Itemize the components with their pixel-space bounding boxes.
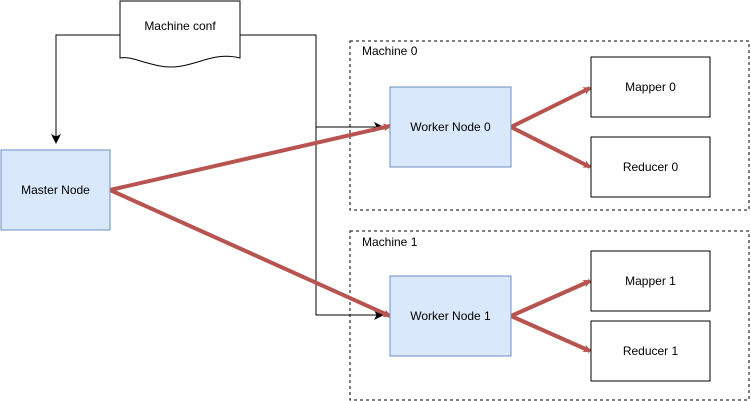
worker-node-1[interactable]: Worker Node 1 [389, 275, 512, 357]
worker-1-to-mapper-1-arrow [510, 279, 592, 318]
machine-conf-label: Machine conf [144, 19, 216, 33]
conf-to-master-connector [51, 34, 120, 144]
machine-0-label: Machine 0 [362, 44, 418, 58]
mapper-1-box[interactable]: Mapper 1 [590, 250, 711, 312]
worker-node-0-label: Worker Node 0 [410, 120, 491, 134]
reducer-0-box[interactable]: Reducer 0 [590, 136, 711, 198]
master-node-label: Master Node [21, 183, 90, 197]
mapper-0-box[interactable]: Mapper 0 [590, 56, 711, 118]
worker-node-1-label: Worker Node 1 [410, 309, 491, 323]
machine-0-group: Machine 0 [349, 40, 750, 211]
machine-1-label: Machine 1 [362, 235, 418, 249]
conf-to-workers-connector [240, 34, 384, 320]
worker-1-to-reducer-1-arrow [510, 314, 592, 353]
machine-conf-document[interactable]: Machine conf [119, 0, 241, 68]
reducer-0-label: Reducer 0 [623, 160, 679, 174]
worker-node-0[interactable]: Worker Node 0 [389, 86, 512, 168]
mapper-0-label: Mapper 0 [625, 80, 676, 94]
worker-0-to-reducer-0-arrow [510, 125, 592, 169]
worker-0-to-mapper-0-arrow [510, 86, 592, 129]
reducer-1-box[interactable]: Reducer 1 [590, 320, 711, 382]
master-to-worker-1-arrow [109, 188, 392, 318]
mapper-1-label: Mapper 1 [625, 274, 676, 288]
master-node[interactable]: Master Node [0, 149, 111, 231]
reducer-1-label: Reducer 1 [623, 344, 679, 358]
master-to-worker-0-arrow [109, 123, 392, 192]
